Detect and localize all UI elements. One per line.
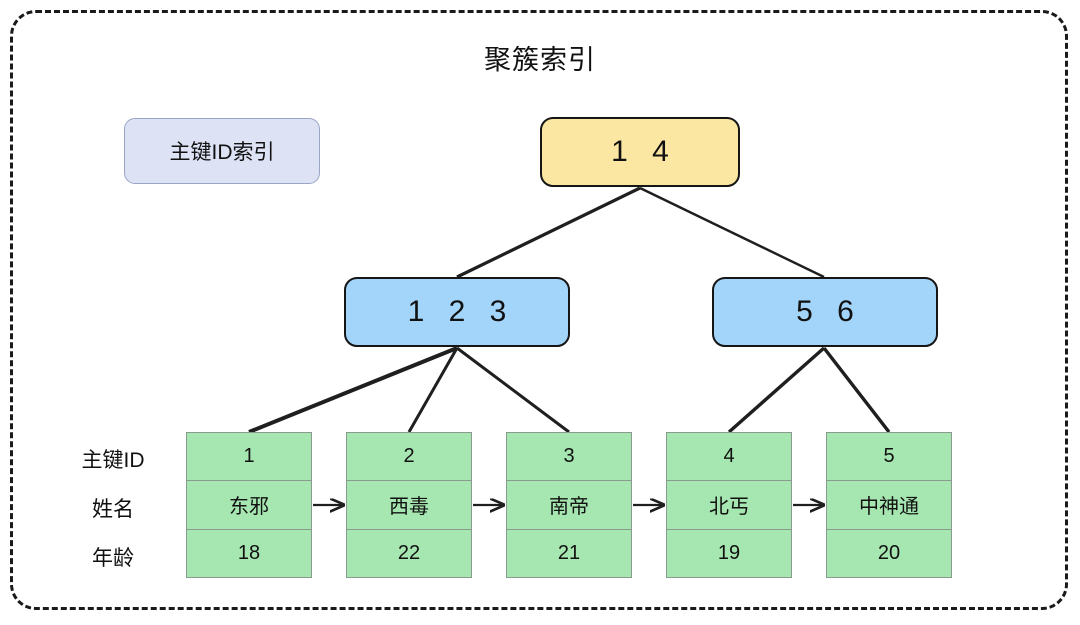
leaf-4-age: 19 [717,541,741,564]
tree-node-branch-right-label: 5 6 [796,295,862,328]
leaf-record-2[interactable]: 2 西毒 22 [346,432,472,578]
row-label-primary-key: 主键ID [81,449,145,472]
leaf-3-name: 南帝 [507,481,631,530]
leaf-record-4[interactable]: 4 北丐 19 [666,432,792,578]
diagram-title: 聚簇索引 [484,45,596,75]
tree-node-root[interactable]: 1 4 [540,117,740,187]
leaf-3-age: 21 [557,541,581,564]
leaf-1-id: 1 [187,433,311,482]
leaf-1-name: 东邪 [187,481,311,530]
leaf-2-id: 2 [347,433,471,482]
legend-label: 主键ID索引 [169,141,275,164]
leaf-record-1[interactable]: 1 东邪 18 [186,432,312,578]
leaf-5-name: 中神通 [827,481,951,530]
tree-node-branch-left-label: 1 2 3 [407,295,515,328]
row-label-name: 姓名 [92,498,134,521]
tree-node-branch-right[interactable]: 5 6 [712,277,938,347]
leaf-4-id: 4 [667,433,791,482]
tree-node-root-label: 1 4 [611,135,677,168]
tree-node-branch-left[interactable]: 1 2 3 [344,277,570,347]
leaf-5-age: 20 [877,541,901,564]
legend-primary-key-index: 主键ID索引 [124,118,320,184]
leaf-2-age: 22 [397,541,421,564]
leaf-2-name: 西毒 [347,481,471,530]
leaf-3-id: 3 [507,433,631,482]
leaf-record-5[interactable]: 5 中神通 20 [826,432,952,578]
leaf-4-name: 北丐 [667,481,791,530]
row-label-age: 年龄 [92,547,134,570]
leaf-5-id: 5 [827,433,951,482]
diagram-outer-frame [10,10,1068,610]
leaf-1-age: 18 [237,541,261,564]
leaf-record-3[interactable]: 3 南帝 21 [506,432,632,578]
